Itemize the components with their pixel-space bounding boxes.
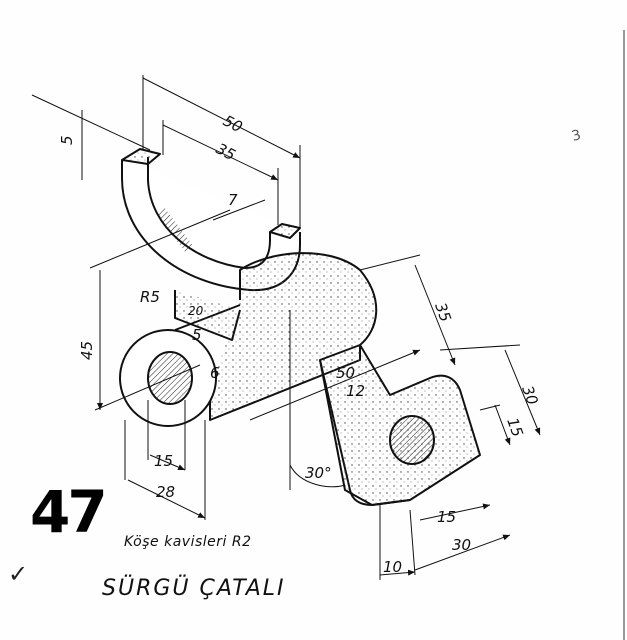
dim-boss-offset: 6 (210, 364, 220, 382)
dim-radius: R5 (140, 288, 160, 306)
dim-arm-width: 12 (346, 382, 365, 400)
web (174, 290, 241, 341)
corner-radius-note: Köşe kavisleri R2 (124, 534, 252, 550)
dim-web-length: 20 (188, 304, 204, 318)
dim-plate-height: 30 (518, 383, 541, 407)
dim-plate-width: 30 (452, 536, 471, 554)
dim-bore-diameter: 15 (154, 452, 173, 470)
inclined-arm (319, 344, 481, 506)
drawing-title: SÜRGÜ ÇATALI (102, 576, 286, 601)
dim-plate-thickness: 10 (383, 558, 402, 576)
dim-fork-thickness: 5 (58, 135, 76, 145)
boss (119, 304, 241, 427)
check-mark: ✓ (8, 560, 29, 588)
dim-fork-slot: 7 (228, 191, 238, 209)
dim-boss-diameter: 28 (156, 483, 175, 501)
dim-overall-height: 45 (78, 341, 96, 360)
dim-plate-hole-offset: 15 (503, 415, 526, 439)
dim-fork-inner-width: 35 (213, 140, 238, 165)
dim-arm-length: 50 (336, 364, 355, 382)
dim-web-thickness: 5 (192, 326, 202, 344)
dim-angle: 30° (305, 464, 332, 482)
dim-plate-hole-dia: 15 (437, 508, 456, 526)
dim-hub-height: 35 (431, 300, 454, 324)
exercise-number: 47 (30, 478, 108, 546)
dim-fork-outer-width: 50 (220, 112, 245, 137)
